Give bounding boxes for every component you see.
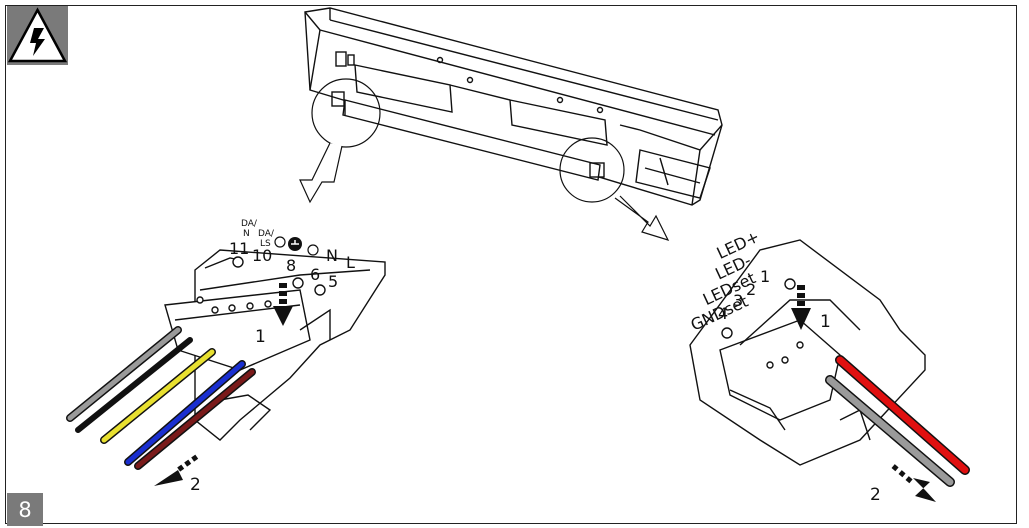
terminal-symbol-n	[307, 244, 319, 256]
warning-badge	[7, 6, 68, 65]
earth-symbol	[288, 237, 302, 251]
wire-brown	[135, 369, 255, 469]
terminal-symbol-da-ls	[274, 236, 286, 248]
pull-arrow-left	[154, 454, 199, 486]
mains-wires	[66, 326, 256, 470]
wire-red	[836, 356, 969, 474]
zoom-arrow-left	[299, 142, 343, 204]
push-arrow-left	[273, 283, 293, 326]
mains-terminal-housing	[164, 249, 386, 441]
led-wires	[825, 355, 970, 487]
label-terminal-5: 5	[328, 272, 338, 291]
right-step-2: 2	[870, 485, 881, 505]
wire-grey-led	[826, 376, 954, 486]
wire-grey	[67, 327, 181, 421]
high-voltage-warning-icon	[7, 7, 68, 63]
step-number: 8	[7, 493, 43, 526]
wire-blue	[125, 361, 245, 465]
label-terminal-10: 10	[252, 246, 272, 265]
pull-arrow-right	[891, 464, 936, 502]
label-da-n-bottom: N	[243, 229, 250, 239]
label-da-n-top: DA/	[241, 219, 258, 229]
label-terminal-3: 3	[733, 291, 743, 310]
left-step-2: 2	[190, 475, 201, 495]
label-terminal-6: 6	[310, 265, 320, 284]
left-step-1: 1	[255, 327, 266, 347]
luminaire-body	[304, 7, 723, 206]
wire-black	[75, 337, 193, 433]
right-step-1: 1	[820, 312, 831, 332]
label-terminal-11: 11	[229, 239, 249, 258]
label-terminal-2: 2	[746, 280, 756, 299]
zoom-circle-right	[559, 137, 625, 203]
label-n: N	[326, 246, 338, 265]
zoom-callouts	[299, 78, 670, 241]
zoom-arrow-right	[614, 195, 670, 241]
label-da-ls-top: DA/	[258, 229, 275, 239]
figure-frame	[5, 5, 1017, 524]
label-terminal-8: 8	[286, 256, 296, 275]
label-terminal-4: 4	[718, 304, 728, 323]
push-arrow-right	[791, 285, 811, 330]
label-l: L	[346, 253, 355, 272]
wire-yellow-green	[101, 349, 215, 443]
label-terminal-1: 1	[760, 267, 770, 286]
zoom-circle-left	[311, 78, 381, 148]
label-da-ls-bottom: LS	[260, 239, 271, 249]
